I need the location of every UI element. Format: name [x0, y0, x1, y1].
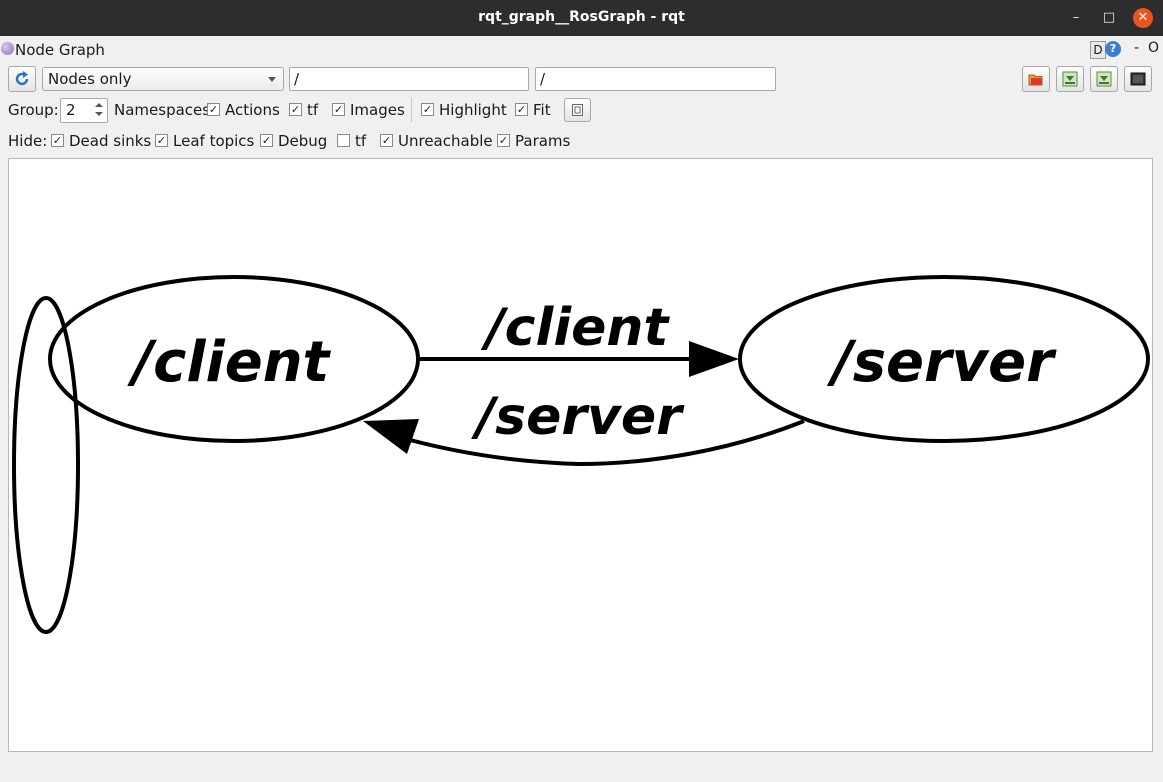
arrowhead-icon — [689, 341, 739, 377]
debug-label: Debug — [278, 132, 328, 150]
folder-open-icon — [1028, 74, 1043, 86]
hide-tf-label: tf — [355, 132, 367, 150]
graph-node[interactable]: /server — [738, 275, 1150, 443]
spin-up-icon[interactable] — [95, 103, 103, 107]
refresh-button[interactable] — [8, 66, 36, 92]
params-label: Params — [515, 132, 571, 150]
fit-in-view-button[interactable] — [564, 98, 591, 122]
node-filter-input[interactable]: / — [289, 67, 529, 91]
leaf-topics-checkbox[interactable]: ✓ — [155, 134, 168, 147]
params-checkbox[interactable]: ✓ — [497, 134, 510, 147]
unreachable-label: Unreachable — [398, 132, 493, 150]
save-svg-button[interactable] — [1090, 66, 1118, 92]
node-filter-value: / — [294, 70, 300, 88]
save-svg-icon — [1096, 71, 1112, 87]
save-dot-icon — [1062, 71, 1078, 87]
leaf-topics-label: Leaf topics — [173, 132, 255, 150]
debug-checkbox[interactable]: ✓ — [260, 134, 273, 147]
graph-edge[interactable]: /client — [420, 298, 739, 377]
graph-canvas[interactable]: /client /server /client /server — [8, 158, 1153, 752]
fit-label: Fit — [533, 101, 551, 119]
graph-edge[interactable]: /server — [363, 387, 805, 467]
hide-label: Hide: — [8, 132, 48, 150]
actions-checkbox[interactable]: ✓ — [289, 103, 302, 116]
screen-icon — [1130, 72, 1146, 86]
fit-checkbox[interactable]: ✓ — [515, 103, 528, 116]
save-dot-button[interactable] — [1056, 66, 1084, 92]
arrowhead-icon — [363, 419, 419, 454]
load-dot-button[interactable] — [1022, 66, 1050, 92]
actions-label: Actions — [225, 101, 280, 119]
namespaces-label: Namespaces — [114, 101, 211, 119]
dock-toggle-button[interactable]: D — [1090, 41, 1106, 59]
float-panel-button[interactable]: O — [1148, 40, 1160, 56]
highlight-checkbox[interactable]: ✓ — [421, 103, 434, 116]
group-label: Group: — [8, 101, 59, 119]
close-button[interactable]: ✕ — [1133, 8, 1153, 28]
group-spinbox[interactable]: 2 — [60, 98, 108, 123]
dead-sinks-checkbox[interactable]: ✓ — [51, 134, 64, 147]
topic-filter-input[interactable]: / — [535, 67, 776, 91]
window-title: rqt_graph__RosGraph - rqt — [478, 9, 685, 25]
node-label-server: /server — [826, 330, 1057, 395]
tf-label: tf — [307, 101, 319, 119]
toolbar-separator — [411, 97, 412, 122]
graph-mode-select[interactable]: Nodes only — [42, 67, 284, 91]
edge-label-server: /server — [471, 387, 685, 447]
images-label: Images — [350, 101, 405, 119]
namespaces-checkbox[interactable]: ✓ — [207, 103, 220, 116]
edge-label-client: /client — [481, 298, 671, 358]
panel-title: Node Graph — [15, 41, 105, 59]
node-ellipse-server[interactable] — [738, 275, 1150, 443]
hide-tf-checkbox[interactable] — [337, 134, 350, 147]
window-titlebar: rqt_graph__RosGraph - rqt – □ ✕ — [0, 0, 1163, 36]
maximize-button[interactable]: □ — [1102, 10, 1116, 25]
node-ellipse-client[interactable] — [48, 275, 420, 443]
chevron-down-icon — [268, 77, 276, 82]
edge-line-server-client[interactable] — [398, 419, 805, 467]
refresh-icon — [15, 71, 29, 86]
save-image-button[interactable] — [1124, 66, 1152, 92]
node-label-client: /client — [127, 330, 332, 395]
highlight-label: Highlight — [439, 101, 507, 119]
cluster-ellipse — [12, 296, 80, 634]
dead-sinks-label: Dead sinks — [69, 132, 152, 150]
graph-node[interactable]: /client — [48, 275, 420, 443]
group-value: 2 — [66, 101, 76, 119]
graph-svg: /client /server /client /server — [12, 275, 1150, 634]
help-icon[interactable]: ? — [1105, 41, 1121, 57]
spin-down-icon[interactable] — [95, 112, 103, 116]
fit-view-icon — [572, 104, 583, 116]
tf-checkbox[interactable]: ✓ — [332, 103, 345, 116]
unreachable-checkbox[interactable]: ✓ — [380, 134, 393, 147]
rqt-plugin-icon — [1, 42, 14, 55]
graph-mode-value: Nodes only — [48, 70, 132, 88]
topic-filter-value: / — [540, 70, 546, 88]
minimize-panel-button[interactable]: - — [1134, 40, 1140, 56]
minimize-button[interactable]: – — [1072, 10, 1080, 25]
